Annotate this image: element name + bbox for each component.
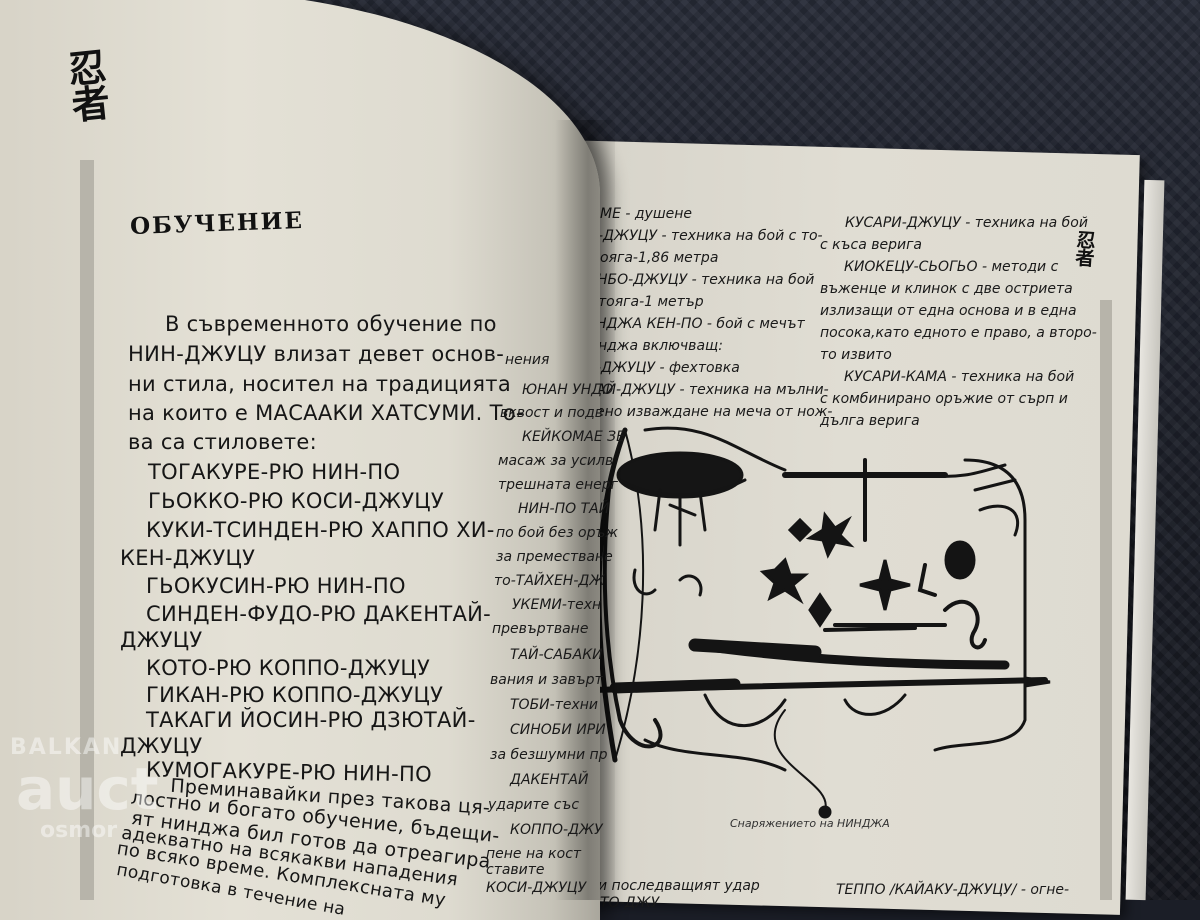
text-line: ТАКАГИ ЙОСИН-РЮ ДЗЮТАЙ- [146,708,476,732]
col2-line: УКЕМИ-техн [512,597,602,613]
right-col2-line: КИОКЕЦУ-СЬОГЬО - методи с [844,259,1059,275]
right-col2-line: излизащи от една основа и в една [820,303,1077,319]
right-col1-line: ояга-1,86 метра [600,250,719,266]
spine-shadow [555,120,615,900]
col2-line: вания и завърт [490,672,603,688]
illustration-caption: Снаряжението на НИНДЖА [730,817,890,830]
right-col2-line: то извито [820,347,892,363]
right-col2-line: с комбинирано оръжие от сърп и [820,391,1068,407]
right-page-seal: 忍者 [1074,229,1097,271]
text-line: КОТО-РЮ КОППО-ДЖУЦУ [146,656,431,680]
text-line: на които е МАСААКИ ХАТСУМИ. То- [128,401,524,425]
right-col1-line: ено изваждане на меча от нож- [596,404,833,420]
right-col1-line: нджа включващ: [598,338,723,354]
col2-line: НИН-ПО ТАЙ [518,501,610,517]
col2-line: СИНОБИ ИРИ [510,722,606,738]
left-page-seal: 忍者 [65,43,113,129]
text-line: КУКИ-ТСИНДЕН-РЮ ХАППО ХИ- [146,518,495,542]
right-col2-line: КУСАРИ-КАМА - техника на бой [844,369,1075,385]
col2-line: КОППО-ДЖУ [510,822,603,838]
text-line: ГЬОКУСИН-РЮ НИН-ПО [146,574,406,598]
col2-line: ТАЙ-САБАКИ [510,647,603,663]
right-col1-line: тояга-1 метър [598,294,704,310]
right-col2-line: въженце и клинок с две остриета [820,281,1073,297]
col2-line: ЮНАН УНДО [522,382,614,398]
text-line: ва са стиловете: [128,430,318,454]
text-line: НИН-ДЖУЦУ влизат девет основ- [128,342,505,366]
col2-line: ударите със [488,797,580,813]
col2-line: вквост и подв [500,405,604,421]
col2-line: за преместване [496,549,613,565]
left-page-bar [80,160,94,900]
text-line: СИНДЕН-ФУДО-РЮ ДАКЕНТАЙ- [146,602,492,626]
ninja-equipment-illustration [587,426,1051,819]
col2-line: пене на кост [486,846,582,862]
text-line: ни стила, носител на традицията [128,372,511,396]
right-bottom-line: ТЕППО /КАЙАКУ-ДЖУЦУ/ - огне- [836,882,1070,898]
col2-line: превъртване [492,621,589,637]
right-bottom-line: и последващият удар [598,878,760,894]
col2-line: КОСИ-ДЖУЦУ [486,880,587,896]
right-col2-line: КУСАРИ-ДЖУЦУ - техника на бой [845,215,1088,231]
col2-line: ставите [486,862,545,878]
left-page [0,0,600,920]
col2-line: КЕЙКОМАЕ ЗЕ [522,429,625,445]
right-col1-line: -ДЖУЦУ - фехтовка [596,360,740,376]
col2-line: по бой без оръж [496,525,619,541]
text-line: КЕН-ДЖУЦУ [120,546,256,570]
right-col2-line: посока,като едното е право, а второ- [820,325,1097,341]
text-line: ГЬОККО-РЮ КОСИ-ДЖУЦУ [148,489,444,513]
col2-line: за безшумни пр [490,747,608,763]
col2-line: нения [505,352,550,368]
right-col1-line: -ДЖУЦУ - техника на бой с то- [598,228,823,244]
col2-line: масаж за усилв [498,453,614,469]
col2-line: то-ТАЙХЕН-ДЖ [494,573,605,589]
right-col2-line: дълга верига [820,413,920,429]
text-line: ГИКАН-РЮ КОППО-ДЖУЦУ [146,683,444,707]
col2-line: ДАКЕНТАЙ [510,772,589,788]
watermark-line: auct [16,755,159,823]
col2-line: ТОБИ-техни [510,697,599,713]
right-col1-line: АЙ-ДЖУЦУ - техника на мълни- [596,382,829,398]
right-page-bar [1100,300,1112,900]
text-line: ДЖУЦУ [120,734,203,758]
text-line: ТОГАКУРЕ-РЮ НИН-ПО [148,460,401,484]
watermark-line: BALKAN [10,735,123,760]
right-col1-line: НБО-ДЖУЦУ - техника на бой [597,272,815,288]
right-col2-line: с къса верига [820,237,923,253]
watermark-line: osmor [40,818,118,843]
text-line: ДЖУЦУ [120,628,203,652]
right-col1-line: МЕ - душене [600,206,693,222]
col2-line: трешната енерг [498,477,619,493]
right-col1-line: НДЖА КЕН-ПО - бой с мечът [596,316,805,332]
text-line: В съвременното обучение по [165,312,497,336]
watermark: BALKAN auct osmor [10,735,159,843]
